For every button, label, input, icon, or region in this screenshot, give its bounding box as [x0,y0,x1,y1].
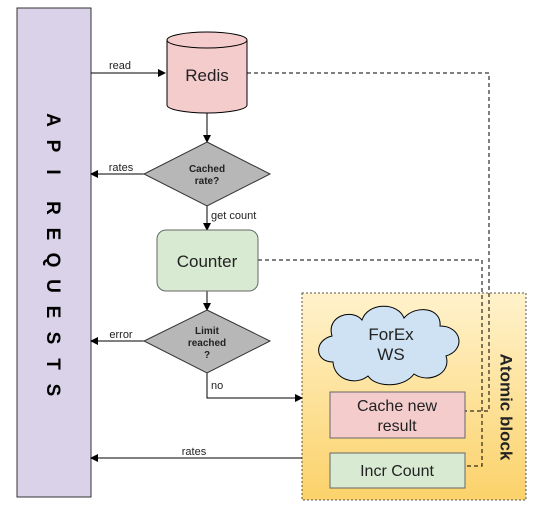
cache-new-result-line1: Cache new [357,398,437,415]
counter-label: Counter [177,252,238,271]
edge-label-error: error [109,329,133,341]
api-letter-q: Q [42,253,63,268]
edge-label-rates-atomic: rates [182,446,207,458]
redis-label: Redis [185,66,228,85]
cache-new-result-node: Cache new result [329,391,466,439]
api-letter-r: R [42,201,63,215]
incr-count-node: Incr Count [329,452,466,489]
limit-reached-line2: reached [188,338,226,349]
api-requests-label: A P I R E Q U E S T S [42,113,63,396]
api-letter-e2: E [42,306,63,319]
limit-reached-line1: Limit [195,326,220,337]
edge-label-read: read [109,60,131,72]
edge-label-no: no [211,380,223,392]
forex-ws-line1: ForEx [368,325,414,344]
cached-rate-decision: Cached rate? [142,141,272,207]
counter-node: Counter [156,229,259,292]
api-letter-t: T [42,358,63,370]
dashed-counter-to-incr [258,259,483,467]
redis-node: Redis [166,31,248,114]
limit-reached-decision: Limit reached ? [142,309,272,374]
incr-count-label: Incr Count [360,463,434,480]
cached-rate-line2: rate? [195,176,219,187]
dashed-redis-to-cache [247,72,490,412]
cache-new-result-line2: result [377,418,417,435]
edge-label-get-count: get count [211,210,256,222]
api-requests-bar [16,7,92,498]
api-letter-e1: E [42,228,63,241]
edge-label-rates-cached: rates [109,162,134,174]
api-letter-s2: S [42,384,63,397]
api-letter-u: U [42,279,63,293]
forex-ws-cloud: ForEx WS [318,305,460,386]
api-letter-p: P [42,140,63,153]
forex-ws-line2: WS [377,345,404,364]
api-letter-a: A [42,113,63,127]
edge-no [206,373,303,402]
api-letter-s1: S [42,332,63,345]
limit-reached-line3: ? [204,350,210,361]
atomic-block-label: Atomic block [497,354,516,461]
cached-rate-line1: Cached [189,164,225,175]
api-letter-i: I [42,169,63,174]
